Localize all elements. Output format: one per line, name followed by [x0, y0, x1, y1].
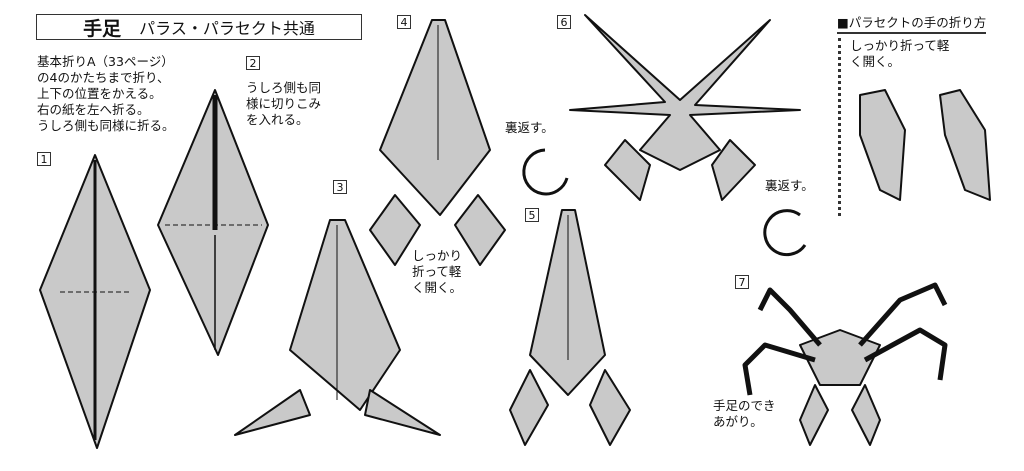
step2-instruction: うしろ側も同 様に切りこみ を入れる。 — [246, 80, 322, 127]
dotted-divider — [838, 38, 841, 216]
turn-over-label-1: 裏返す。 — [505, 120, 554, 135]
page-title: 手足 パラス・パラセクト共通 — [36, 14, 362, 40]
intro-instruction: 基本折りA（33ページ） の4のかたちまで折り、 上下の位置をかえる。 右の紙を… — [37, 54, 175, 133]
turn-over-arrow-icon — [763, 209, 807, 257]
step3-model — [289, 219, 401, 411]
step-number-2: 2 — [246, 56, 260, 70]
step4-instruction: しっかり 折って軽 く開く。 — [412, 248, 463, 295]
turn-over-label-2: 裏返す。 — [765, 178, 814, 193]
step4-model — [379, 19, 491, 216]
step-number-1: 1 — [37, 152, 51, 166]
finished-label: 手足のでき あがり。 — [713, 398, 776, 429]
step-number-6: 6 — [557, 15, 571, 29]
hand-1-model — [859, 89, 906, 201]
step-number-5: 5 — [525, 208, 539, 222]
title-sub: パラス・パラセクト共通 — [139, 19, 315, 38]
title-main: 手足 — [83, 17, 122, 40]
sidebar-note: しっかり折って軽 く開く。 — [850, 38, 950, 69]
sidebar-heading: ■パラセクトの手の折り方 — [837, 12, 987, 34]
step6-model — [569, 14, 801, 171]
step-number-3: 3 — [333, 180, 347, 194]
step-number-7: 7 — [735, 275, 749, 289]
turn-over-arrow-icon — [522, 148, 569, 196]
hand-2-model — [939, 89, 991, 201]
step-number-4: 4 — [397, 15, 411, 29]
